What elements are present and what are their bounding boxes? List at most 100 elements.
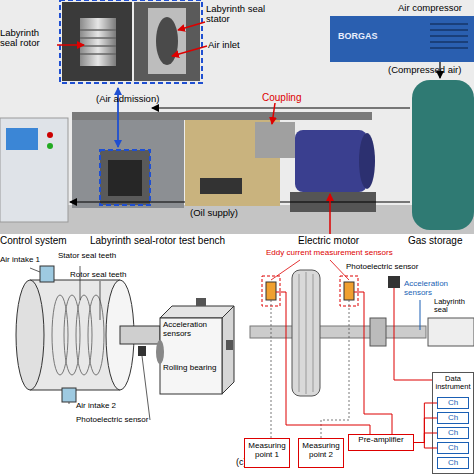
- inset-frame: [60, 0, 202, 83]
- part-label: Rolling bearing: [163, 364, 221, 373]
- rotor-photo: [62, 2, 132, 81]
- oil-line: [70, 201, 185, 202]
- eddy-sensor: [266, 282, 276, 300]
- part-label: Labyrinth seal-rotor test bench: [90, 235, 290, 246]
- acceleration-sensor: [226, 340, 233, 350]
- box-text: Ch: [438, 398, 468, 408]
- stator-end: [16, 280, 44, 390]
- photo-background: [0, 0, 474, 234]
- part-label: Acceleration sensors: [404, 280, 474, 298]
- air-intake: [40, 266, 54, 282]
- seal-window: [108, 160, 142, 196]
- channel-box: Ch: [437, 397, 469, 409]
- box-text: Ch: [438, 428, 468, 438]
- channel-box: Ch: [437, 412, 469, 424]
- box-text: Ch: [438, 443, 468, 453]
- measure-line: [271, 300, 349, 438]
- control-button: [47, 132, 53, 138]
- disc-stripes: [299, 272, 313, 394]
- oil-window: [200, 178, 242, 194]
- rotor-body: [80, 18, 116, 66]
- part-label: BORGAS: [338, 32, 398, 42]
- part-label: Electric motor: [298, 235, 388, 246]
- bearing-box-top: [160, 306, 234, 318]
- leader-arrow: [272, 103, 275, 124]
- seal-housing: [100, 150, 150, 205]
- part-label: (Oil supply): [190, 208, 270, 218]
- instrument-box: Data instrumentChChChChCh: [432, 372, 474, 474]
- part-label: Stator seal teeth: [58, 252, 148, 261]
- channel-box: Ch: [437, 442, 469, 454]
- leader-arrow: [178, 22, 205, 30]
- box-text: Measuring point 2: [299, 439, 343, 460]
- part-label: Coupling: [262, 92, 322, 103]
- part-label: (Air admission): [96, 94, 186, 104]
- signal-wire: [276, 292, 392, 434]
- leader-line: [30, 266, 150, 420]
- control-screen: [6, 128, 38, 150]
- instrument-box: Pre-amplifier: [348, 434, 414, 451]
- inset-frame: [100, 150, 150, 205]
- electric-motor: [295, 130, 367, 192]
- channel-box: Ch: [437, 427, 469, 439]
- seal-tooth: [76, 295, 92, 375]
- compressor-grille: [430, 24, 468, 48]
- box-text: Measuring point 1: [245, 439, 289, 460]
- signal-wire: [394, 288, 432, 380]
- box-text: Ch: [438, 413, 468, 423]
- seal-tooth: [88, 295, 104, 375]
- leader-line: [271, 260, 349, 280]
- part-label: Gas storage: [408, 235, 474, 246]
- rotor-disc: [292, 270, 320, 396]
- air-compressor: [330, 16, 474, 62]
- part-label: Acceleration sensors: [163, 321, 221, 339]
- leader-arrow: [57, 44, 84, 46]
- air-line: [152, 107, 410, 108]
- photoelectric-sensor: [138, 346, 146, 356]
- photoelectric-sensor: [388, 276, 400, 288]
- part-label: Air intake 2: [76, 402, 156, 411]
- signal-wire: [420, 300, 421, 330]
- seal-tooth: [52, 295, 68, 375]
- leader-arrow: [329, 194, 331, 234]
- rotor-shaft: [120, 326, 160, 344]
- motor-end: [359, 133, 375, 189]
- bench-frame: [72, 120, 184, 208]
- control-cabinet: [0, 118, 68, 222]
- rolling-bearing: [156, 340, 164, 364]
- part-label: Labyrinth seal rotor: [0, 28, 56, 49]
- floor: [0, 205, 474, 234]
- part-label: Eddy current measurement sensors: [266, 249, 436, 258]
- oil-line: [280, 201, 410, 202]
- bearing-box-side: [222, 306, 234, 394]
- part-label: Photoelectric sensor: [346, 263, 436, 272]
- rotor-teeth: [80, 30, 116, 54]
- channel-box: Ch: [437, 457, 469, 469]
- stator-groove: [156, 17, 178, 65]
- rotor-shaft: [250, 326, 426, 338]
- stator-body: [148, 8, 186, 74]
- part-label: Control system: [0, 235, 82, 246]
- box-text: Ch: [438, 458, 468, 468]
- air-intake: [62, 388, 76, 402]
- labyrinth-seal: [428, 318, 474, 346]
- seal-tooth: [64, 295, 80, 375]
- box-text: Data instrument: [433, 373, 473, 392]
- gas-storage-tank: [412, 80, 474, 230]
- coupling-guard: [255, 122, 295, 158]
- acceleration-sensor: [196, 298, 206, 306]
- part-label: Air compressor: [398, 3, 474, 13]
- stator-photo: [134, 2, 200, 81]
- box-text: Pre-amplifier: [349, 435, 413, 445]
- leader-arrow: [172, 46, 207, 56]
- instrument-box: Measuring point 2: [298, 438, 344, 468]
- part-label: Rotor seal teeth: [70, 271, 160, 280]
- bearing-box: [160, 318, 222, 394]
- control-button: [47, 143, 53, 149]
- bench-plate: [72, 112, 372, 120]
- part-label: Air inlet: [208, 40, 268, 50]
- eddy-sensor: [344, 282, 354, 300]
- instrument-box: Measuring point 1: [244, 438, 290, 468]
- part-label: Labyrinth seal stator: [206, 4, 274, 25]
